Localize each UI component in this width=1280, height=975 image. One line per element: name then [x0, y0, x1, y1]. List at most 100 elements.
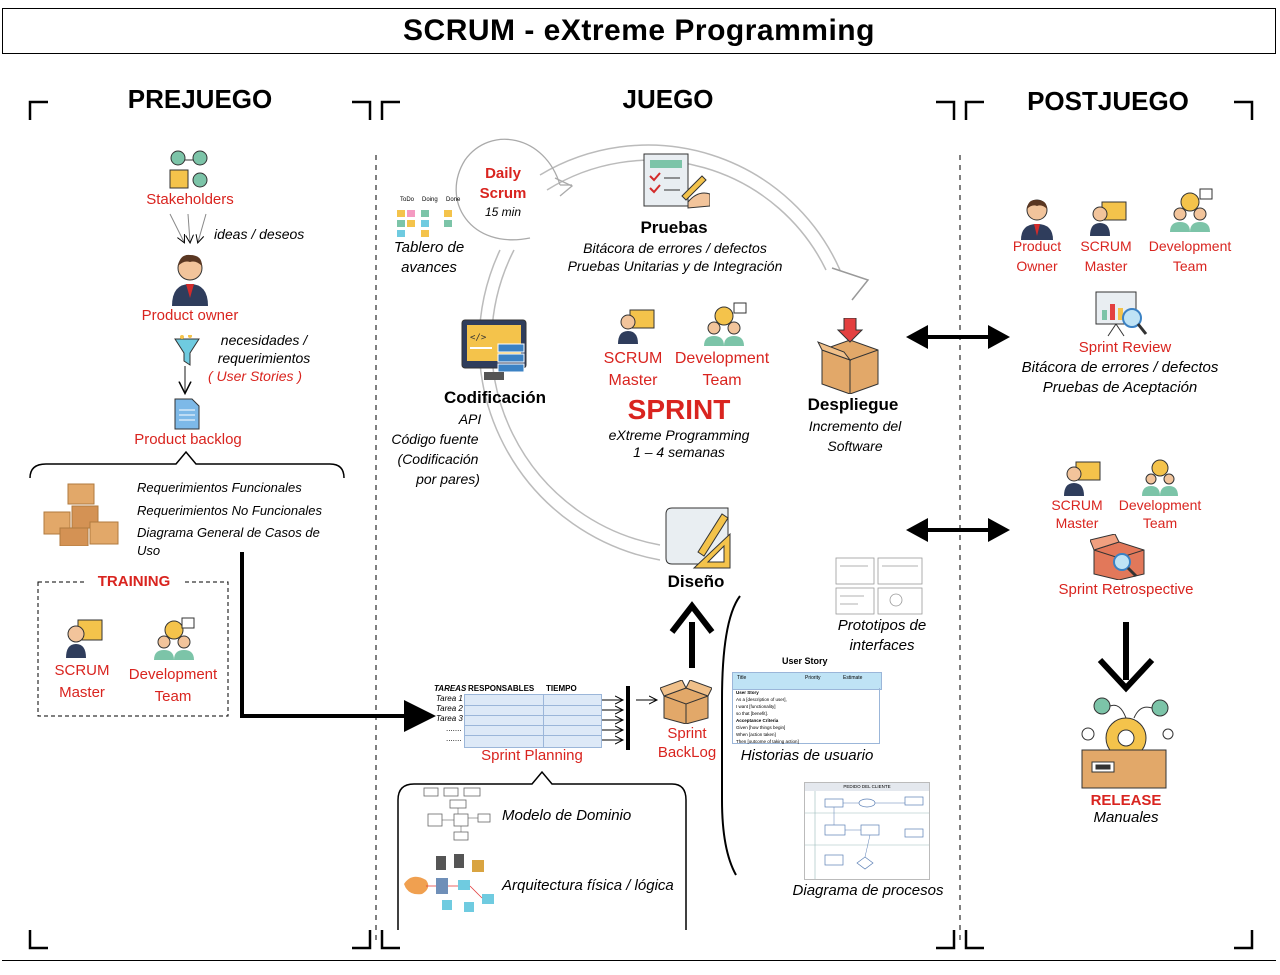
phase-postjuego: POSTJUEGO — [1027, 86, 1189, 116]
sprint-scrum-master: SCRUM Master — [603, 350, 663, 389]
post-product-owner-icon — [1018, 196, 1056, 245]
pruebas-line-1: Bitácora de errores / defectos — [583, 240, 767, 256]
planning-grid — [464, 694, 602, 748]
needs-line-2: requerimientos — [217, 350, 311, 366]
codificacion-line-1: Código fuente — [391, 431, 479, 447]
post-dev-team-icon — [1168, 188, 1214, 237]
domain-model-sketch — [420, 786, 496, 847]
product-owner-icon — [168, 250, 212, 311]
retro-dev-team-label: Development Team — [1118, 497, 1202, 531]
document-icon — [174, 398, 200, 435]
requirement-item: Requerimientos No Funcionales — [137, 503, 322, 518]
despliegue-title: Despliegue — [807, 395, 899, 414]
user-story-row: As a [description of user], — [736, 697, 787, 702]
user-story-title: User Story — [782, 656, 828, 666]
training-label: TRAINING — [86, 573, 182, 590]
user-story-row: When [action taken] — [736, 732, 776, 737]
diseno-title: Diseño — [667, 572, 725, 591]
sprint-dev-team-icon — [702, 302, 748, 351]
release-label: RELEASE — [1090, 792, 1162, 809]
board-col: ToDo — [400, 197, 415, 203]
sprint-retrospective-label: Sprint Retrospective — [1058, 581, 1194, 598]
codificacion-api: API — [458, 411, 482, 427]
user-story-col: Title — [737, 675, 747, 681]
planning-task: ....... — [446, 734, 462, 743]
user-story-row: Then [outcome of taking action] — [736, 739, 799, 744]
planning-header: TIEMPO — [546, 684, 577, 693]
board-col: Doing — [422, 197, 438, 203]
user-story-header: Title Priority Estimate — [732, 672, 882, 690]
planning-task: ....... — [446, 724, 462, 733]
planning-task: Tarea 1 — [436, 694, 463, 703]
sprint-dev-team: Development Team — [674, 350, 770, 389]
review-line-1: Bitácora de errores / defectos — [1021, 359, 1219, 376]
modelo-label: Modelo de Dominio — [502, 807, 632, 824]
user-story-row: so that [benefit]. — [736, 711, 769, 716]
training-dev-team: Development Team — [128, 666, 218, 705]
requirements-list: Requerimientos Funcionales Requerimiento… — [137, 478, 342, 560]
user-story-col: Estimate — [843, 675, 863, 681]
sprint-review-icon — [1094, 290, 1148, 343]
coding-monitor-icon: </> — [460, 318, 528, 389]
bottom-border — [2, 960, 1276, 975]
board-label: Tablero de avances — [393, 239, 465, 276]
sprint-line-2: 1 – 4 semanas — [633, 444, 725, 460]
user-story-row: Given [how things begin] — [736, 725, 786, 730]
arquitectura-label: Arquitectura física / lógica — [502, 877, 674, 894]
codificacion-line-3: por pares) — [416, 471, 480, 487]
scrum-master-icon — [64, 618, 104, 663]
post-dev-team-label: Development Team — [1148, 238, 1232, 274]
sprint-backlog-box-icon — [659, 679, 713, 729]
product-owner-label: Product owner — [141, 307, 239, 324]
sprint-backlog-label: Sprint BackLog — [657, 725, 717, 761]
post-product-owner-label: Product Owner — [1012, 238, 1062, 274]
historias-label: Historias de usuario — [740, 747, 874, 764]
codificacion-title: Codificación — [443, 388, 546, 407]
product-backlog-label: Product backlog — [134, 431, 242, 448]
sprint-planning-label: Sprint Planning — [481, 747, 583, 764]
planning-task: Tarea 3 — [436, 714, 463, 723]
sprint-planning-table: TAREAS RESPONSABLES TIEMPO Tarea 1 Tarea… — [430, 684, 602, 748]
post-scrum-master-label: SCRUM Master — [1080, 238, 1132, 274]
architecture-sketch — [402, 850, 498, 925]
user-story-body: User Story As a [description of user], I… — [732, 688, 880, 744]
daily-scrum-time: 15 min — [484, 205, 522, 219]
title-box: SCRUM - eXtreme Programming — [2, 8, 1276, 54]
retro-scrum-master-label: SCRUM Master — [1051, 497, 1103, 531]
testing-checklist-icon — [640, 150, 711, 215]
prototype-sketch — [834, 556, 926, 616]
requirement-item: Diagrama General de Casos de Uso — [137, 525, 320, 558]
user-stories-label: ( User Stories ) — [207, 368, 303, 384]
stakeholders-icon — [166, 148, 212, 197]
requirement-item: Requerimientos Funcionales — [137, 480, 302, 495]
prototipos-label: Prototipos de interfaces — [837, 617, 927, 654]
task-board: ToDo Doing Done — [394, 196, 464, 240]
sprint-retrospective-icon — [1089, 533, 1148, 585]
ideas-label: ideas / deseos — [214, 226, 305, 242]
process-diagram: PEDIDO DEL CLIENTE — [804, 782, 930, 880]
retro-dev-team-icon — [1140, 456, 1180, 501]
boxes-icon — [40, 482, 122, 551]
training-scrum-master: SCRUM Master — [54, 662, 110, 701]
pruebas-title: Pruebas — [640, 218, 708, 237]
daily-scrum-label: Daily Scrum — [479, 165, 527, 202]
despliegue-line-2: Software — [827, 438, 883, 454]
user-story-card: User Story Title Priority Estimate User … — [732, 656, 882, 746]
deploy-box-icon — [816, 317, 884, 399]
board-col: Done — [446, 197, 461, 203]
user-story-row: I want [functionality] — [736, 704, 776, 709]
pruebas-line-2: Pruebas Unitarias y de Integración — [567, 258, 783, 274]
planning-header: TAREAS — [434, 684, 467, 693]
sprint-scrum-master-icon — [616, 308, 656, 349]
design-icon — [664, 506, 734, 575]
retro-scrum-master-icon — [1062, 460, 1102, 501]
svg-text:</>: </> — [470, 333, 487, 343]
funnel-icon — [174, 334, 200, 374]
post-scrum-master-icon — [1088, 200, 1128, 241]
corner-brackets — [28, 100, 1254, 950]
despliegue-line-1: Incremento del — [808, 418, 902, 434]
sprint-title: SPRINT — [627, 394, 731, 425]
needs-line-1: necesidades / — [220, 332, 308, 348]
user-story-row: User Story — [736, 690, 759, 695]
